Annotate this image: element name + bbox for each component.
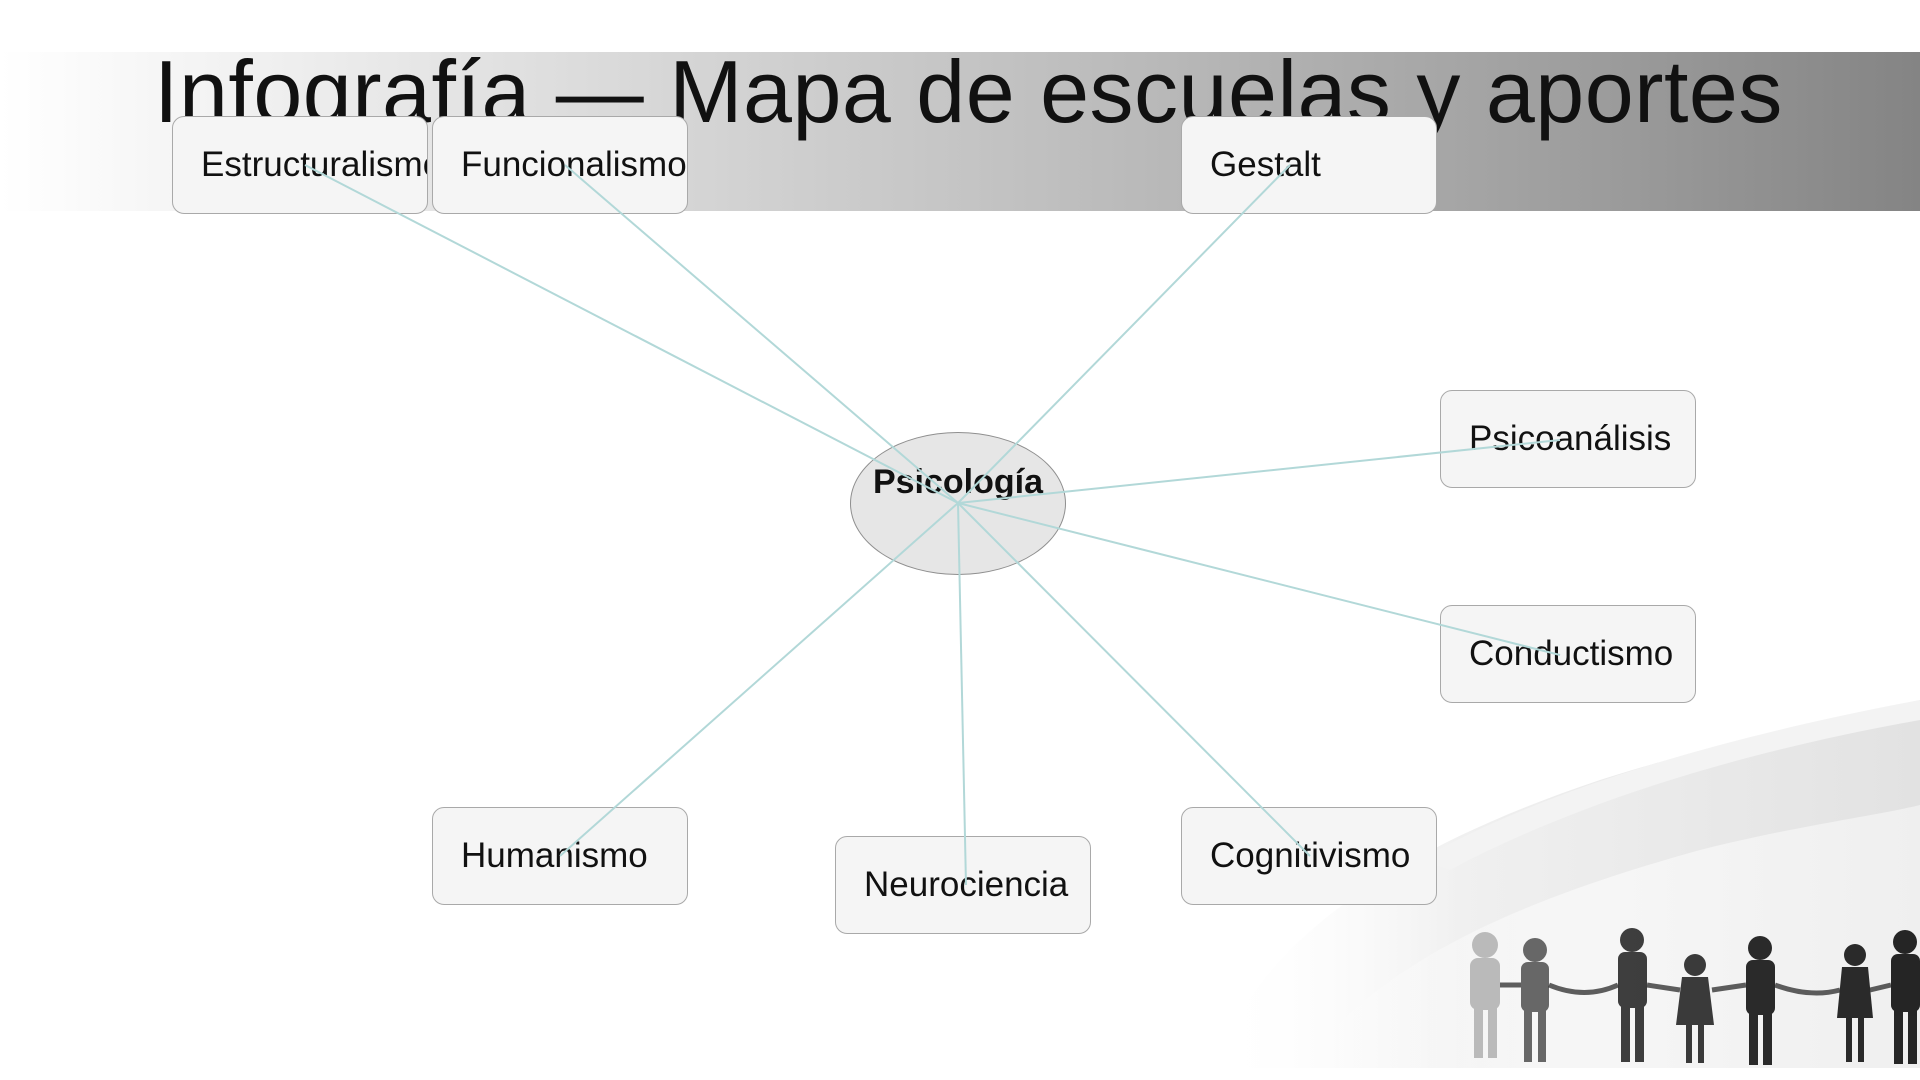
node-label: Estructuralismo (201, 145, 428, 184)
node-cognitivismo: Cognitivismo (1181, 807, 1437, 905)
node-label: Cognitivismo (1210, 836, 1411, 875)
node-neurociencia: Neurociencia (835, 836, 1091, 934)
swoosh-upper (1420, 700, 1920, 870)
node-label: Gestalt (1210, 145, 1321, 184)
node-psicoanalisis: Psicoanálisis (1440, 390, 1696, 488)
node-label: Conductismo (1469, 634, 1674, 673)
node-estructuralismo: Estructuralismo (172, 116, 428, 214)
node-label: Humanismo (461, 836, 648, 875)
node-conductismo: Conductismo (1440, 605, 1696, 703)
node-label: Funcionalismo (461, 145, 687, 184)
node-funcionalismo: Funcionalismo (432, 116, 688, 214)
center-node-label: Psicología (872, 463, 1044, 501)
node-label: Psicoanálisis (1469, 419, 1672, 458)
node-humanismo: Humanismo (432, 807, 688, 905)
center-node: Psicología (850, 432, 1066, 575)
node-gestalt: Gestalt (1181, 116, 1437, 214)
node-label: Neurociencia (864, 865, 1069, 904)
people-silhouettes (1470, 928, 1920, 1065)
